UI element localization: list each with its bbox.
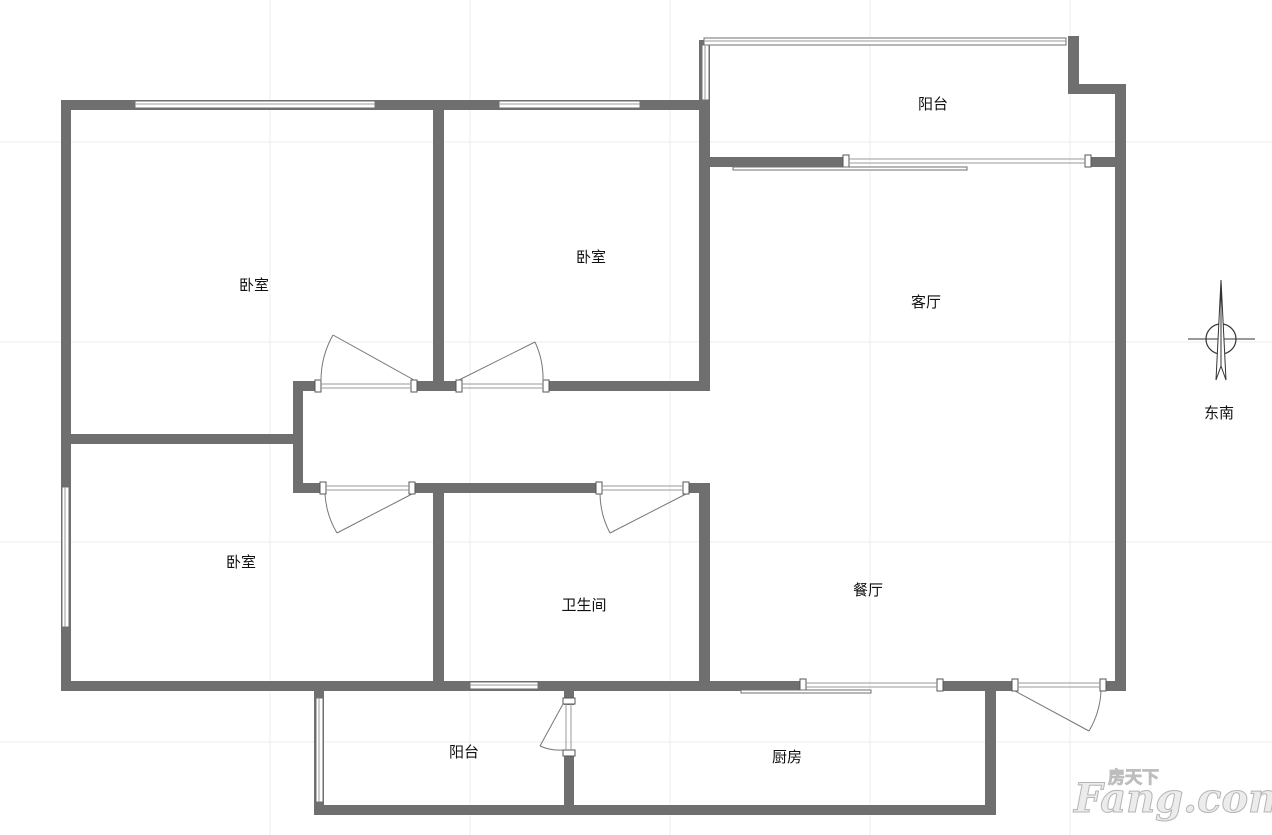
room-label-balcony-north: 阳台 xyxy=(918,95,948,113)
room-label-living-room: 客厅 xyxy=(911,293,941,311)
watermark-cn: 房天下 xyxy=(1108,767,1159,788)
room-label-balcony-south: 阳台 xyxy=(449,743,479,761)
room-label-dining-room: 餐厅 xyxy=(853,581,883,599)
room-label-bathroom: 卫生间 xyxy=(561,596,606,614)
watermark-logo: 房天下 Fang.com xyxy=(1073,767,1272,823)
swing-doors xyxy=(314,334,1107,757)
sliding-doors xyxy=(732,154,1092,694)
walls xyxy=(61,36,1126,815)
room-label-bedroom-sw: 卧室 xyxy=(226,553,256,571)
compass: 东南 xyxy=(1188,279,1255,422)
compass-orientation-label: 东南 xyxy=(1204,404,1234,422)
room-label-bedroom-nw: 卧室 xyxy=(239,276,269,294)
room-label-bedroom-n: 卧室 xyxy=(576,248,606,266)
windows xyxy=(61,37,1067,803)
watermark-en: Fang.com xyxy=(1073,775,1272,822)
room-labels: 卧室 卧室 卧室 阳台 客厅 卫生间 餐厅 阳台 厨房 xyxy=(226,95,948,766)
room-label-kitchen: 厨房 xyxy=(772,748,802,766)
north-arrow-icon xyxy=(1215,279,1227,381)
